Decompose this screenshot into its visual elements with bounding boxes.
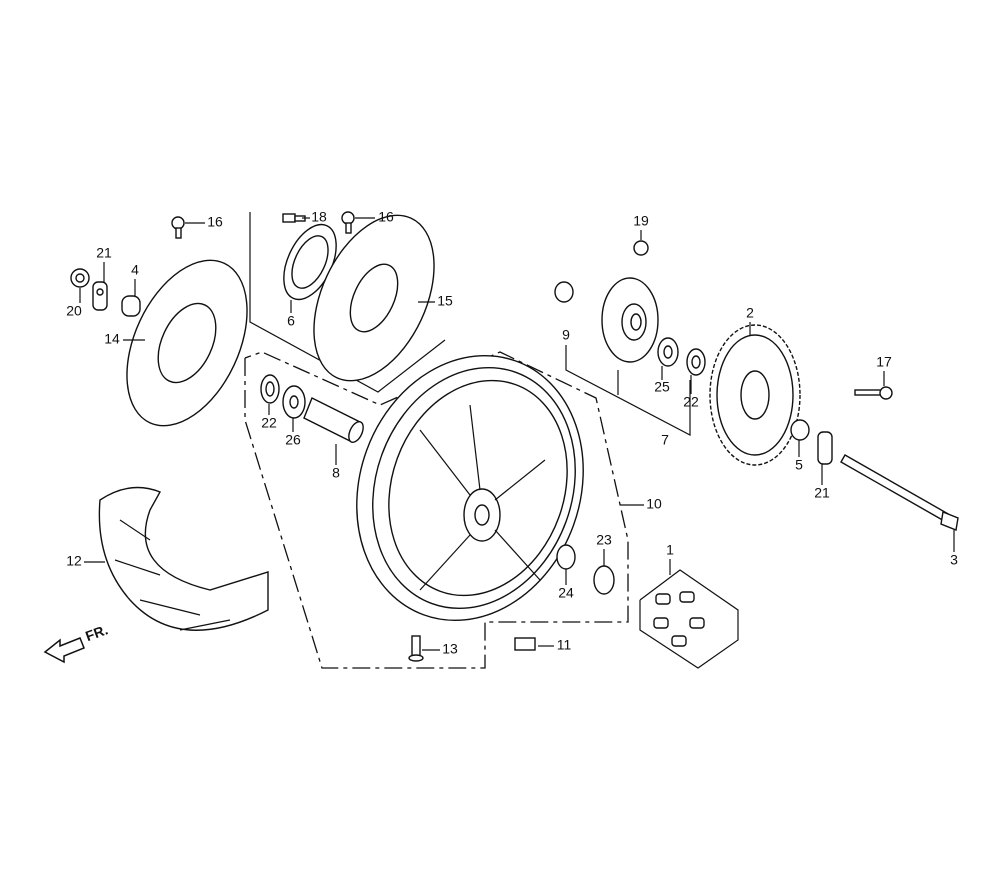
callout-23: 23 [596,532,612,548]
bolt-16a [171,216,185,239]
fr-marker: FR. [83,621,110,644]
leader-lines [79,217,955,651]
callout-9: 9 [562,327,570,343]
pulser-ring-6 [283,223,337,301]
callout-13: 13 [442,641,458,657]
callout-17: 17 [876,354,892,370]
sprocket-flange [601,277,659,363]
bearing-25 [657,337,679,367]
front-direction-arrow [43,637,85,664]
callout-20: 20 [66,303,82,319]
callout-18: 18 [311,209,327,225]
sprocket-2 [709,324,801,466]
seal-22b [686,348,706,376]
callout-2: 2 [746,305,754,321]
callout-11: 11 [557,637,572,653]
callout-5: 5 [795,457,803,473]
callout-7: 7 [661,432,669,448]
rear-brake-disc-14 [126,259,248,427]
o-ring-23 [593,565,615,595]
collar-4 [121,295,141,317]
callout-21: 21 [96,245,112,261]
axle-3 [840,454,959,531]
callout-25: 25 [654,379,670,395]
collar-9 [554,281,574,303]
bearing-24 [556,544,576,570]
callout-8: 8 [332,465,340,481]
bracket-21a [92,281,108,311]
box-1 [639,569,739,669]
wheel-assembly-boundary [244,351,629,669]
callout-24: 24 [558,585,574,601]
weights-1 [653,591,705,647]
callout-10: 10 [646,496,662,512]
tire-12 [98,486,269,631]
bearing-26 [282,385,306,419]
callout-3: 3 [950,552,958,568]
callout-1: 1 [666,542,674,558]
callout-12: 12 [66,553,82,569]
bolt-18 [282,213,306,223]
valve-13 [408,635,424,662]
callout-21: 21 [814,485,830,501]
bracket-21b [817,431,833,465]
callout-4: 4 [131,262,139,278]
seal-22a [260,374,280,404]
callout-14: 14 [104,331,120,347]
callout-22: 22 [261,415,277,431]
callout-16: 16 [207,214,223,230]
collar-5 [790,419,810,441]
clip-11 [514,637,536,651]
callout-26: 26 [285,432,301,448]
callout-15: 15 [437,293,453,309]
callout-16: 16 [378,209,394,225]
rear-wheel-10 [356,354,584,622]
group-bracket-brake [249,212,446,393]
nut-19 [633,240,649,256]
collar-20 [70,268,90,288]
spacer-8 [303,397,364,443]
bolt-17 [854,386,893,400]
callout-22: 22 [683,394,699,410]
callout-6: 6 [287,313,295,329]
front-brake-disc-15 [313,214,435,382]
callout-19: 19 [633,213,649,229]
hub-bracket [565,345,691,436]
bolt-16b [341,211,355,234]
